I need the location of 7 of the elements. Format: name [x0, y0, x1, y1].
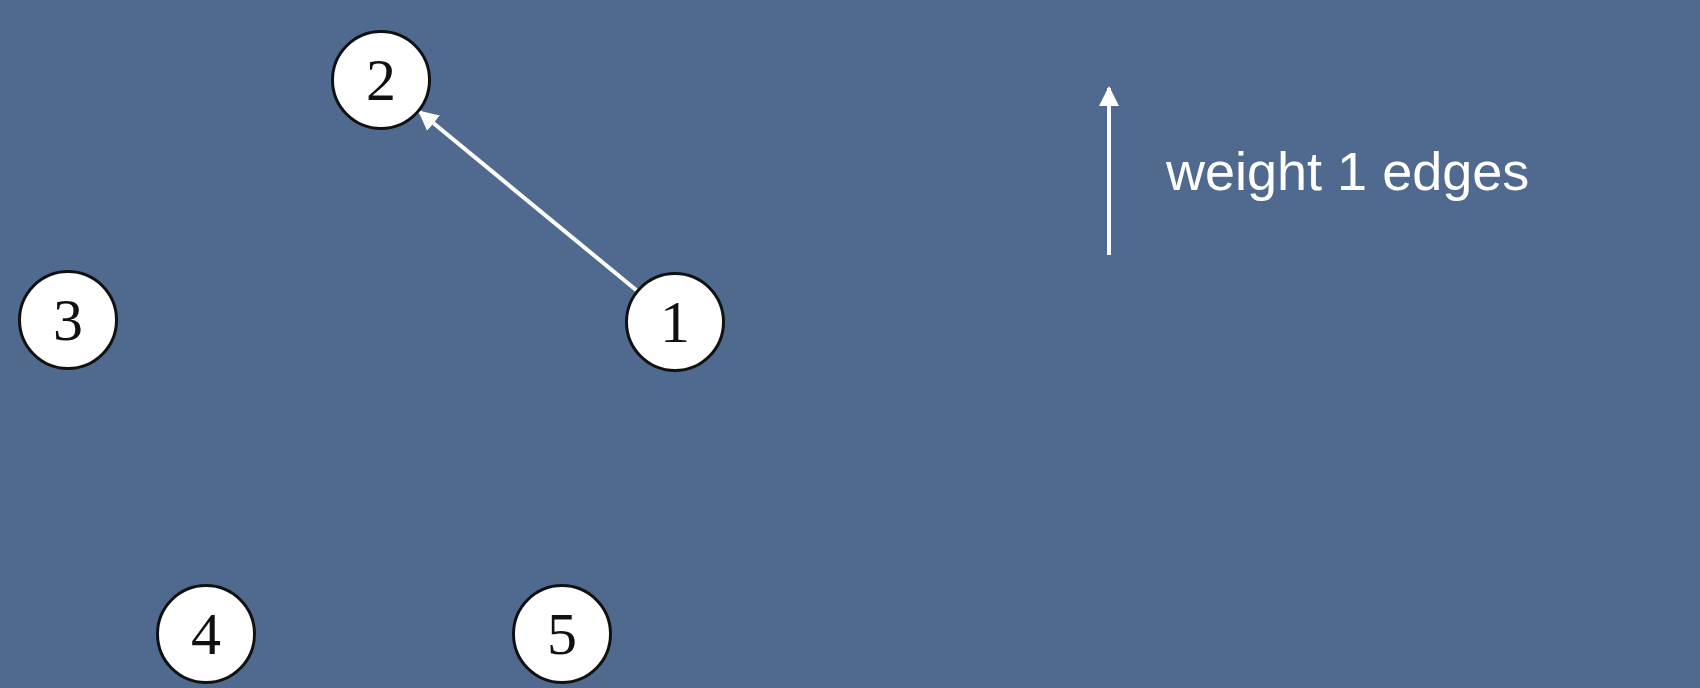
arrow — [418, 110, 638, 292]
node-label: 2 — [366, 50, 396, 110]
node-label: 4 — [191, 604, 221, 664]
node-label: 3 — [53, 290, 83, 350]
legend-label: weight 1 edges — [1166, 140, 1530, 202]
node-label: 5 — [547, 604, 577, 664]
node-label: 1 — [660, 292, 690, 352]
